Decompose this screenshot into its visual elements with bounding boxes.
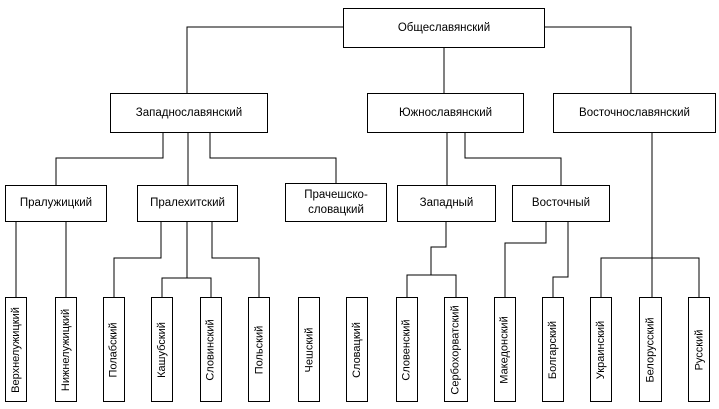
leaf-polsky: Польский (248, 297, 270, 402)
node-south-slavic: Южнославянский (367, 93, 524, 133)
leaf-label: Чешский (303, 327, 316, 372)
leaf-label: Верхнелужицкий (10, 306, 23, 393)
leaf-label: Словенский (401, 318, 413, 381)
leaf-label: Нижнелужицкий (60, 308, 73, 391)
node-east-slavic: Восточнославянский (553, 93, 716, 133)
leaf-slovatsky: Словацкий (346, 297, 368, 402)
node-vostochny: Восточный (512, 185, 610, 222)
node-west-slavic: Западнославянский (110, 93, 268, 133)
leaf-label: Словинский (205, 318, 217, 381)
leaf-makedonsky: Македонский (494, 297, 516, 402)
leaf-label: Словацкий (351, 321, 363, 378)
leaf-polabsky: Полабский (103, 297, 125, 402)
leaf-label: Польский (253, 325, 266, 374)
leaf-cheshsky: Чешский (298, 297, 320, 402)
leaf-label: Полабский (108, 321, 121, 378)
node-common-slavic: Общеславянский (343, 8, 545, 48)
leaf-bolgarsky: Болгарский (542, 297, 564, 402)
leaf-label: Сербохорватский (450, 304, 463, 395)
node-pracheshsko-slovatsky: Прачешско-словацкий (285, 183, 387, 222)
leaf-nizhneluzhitsky: Нижнелужицкий (55, 297, 77, 402)
leaf-label: Украинский (595, 320, 607, 379)
leaf-belorussky: Белорусский (639, 297, 662, 402)
node-praluzhitsky: Пралужицкий (5, 185, 107, 222)
leaf-russky: Русский (688, 297, 710, 402)
node-zapadny: Западный (397, 185, 496, 222)
leaf-serbokhorvatsky: Сербохорватский (444, 297, 468, 402)
leaf-kashubsky: Кашубский (151, 297, 173, 402)
leaf-label: Кашубский (156, 321, 169, 378)
leaf-label: Русский (693, 329, 706, 370)
leaf-label: Македонский (499, 315, 511, 384)
leaf-label: Болгарский (547, 320, 559, 379)
leaf-slovensky: Словенский (396, 297, 418, 402)
leaf-verkhneluzhitsky: Верхнелужицкий (5, 297, 27, 402)
leaf-label: Белорусский (644, 316, 657, 383)
leaf-slovinsky: Словинский (200, 297, 222, 402)
node-pralekhitsky: Пралехитский (137, 185, 238, 222)
leaf-ukrainsky: Украинский (590, 297, 612, 402)
